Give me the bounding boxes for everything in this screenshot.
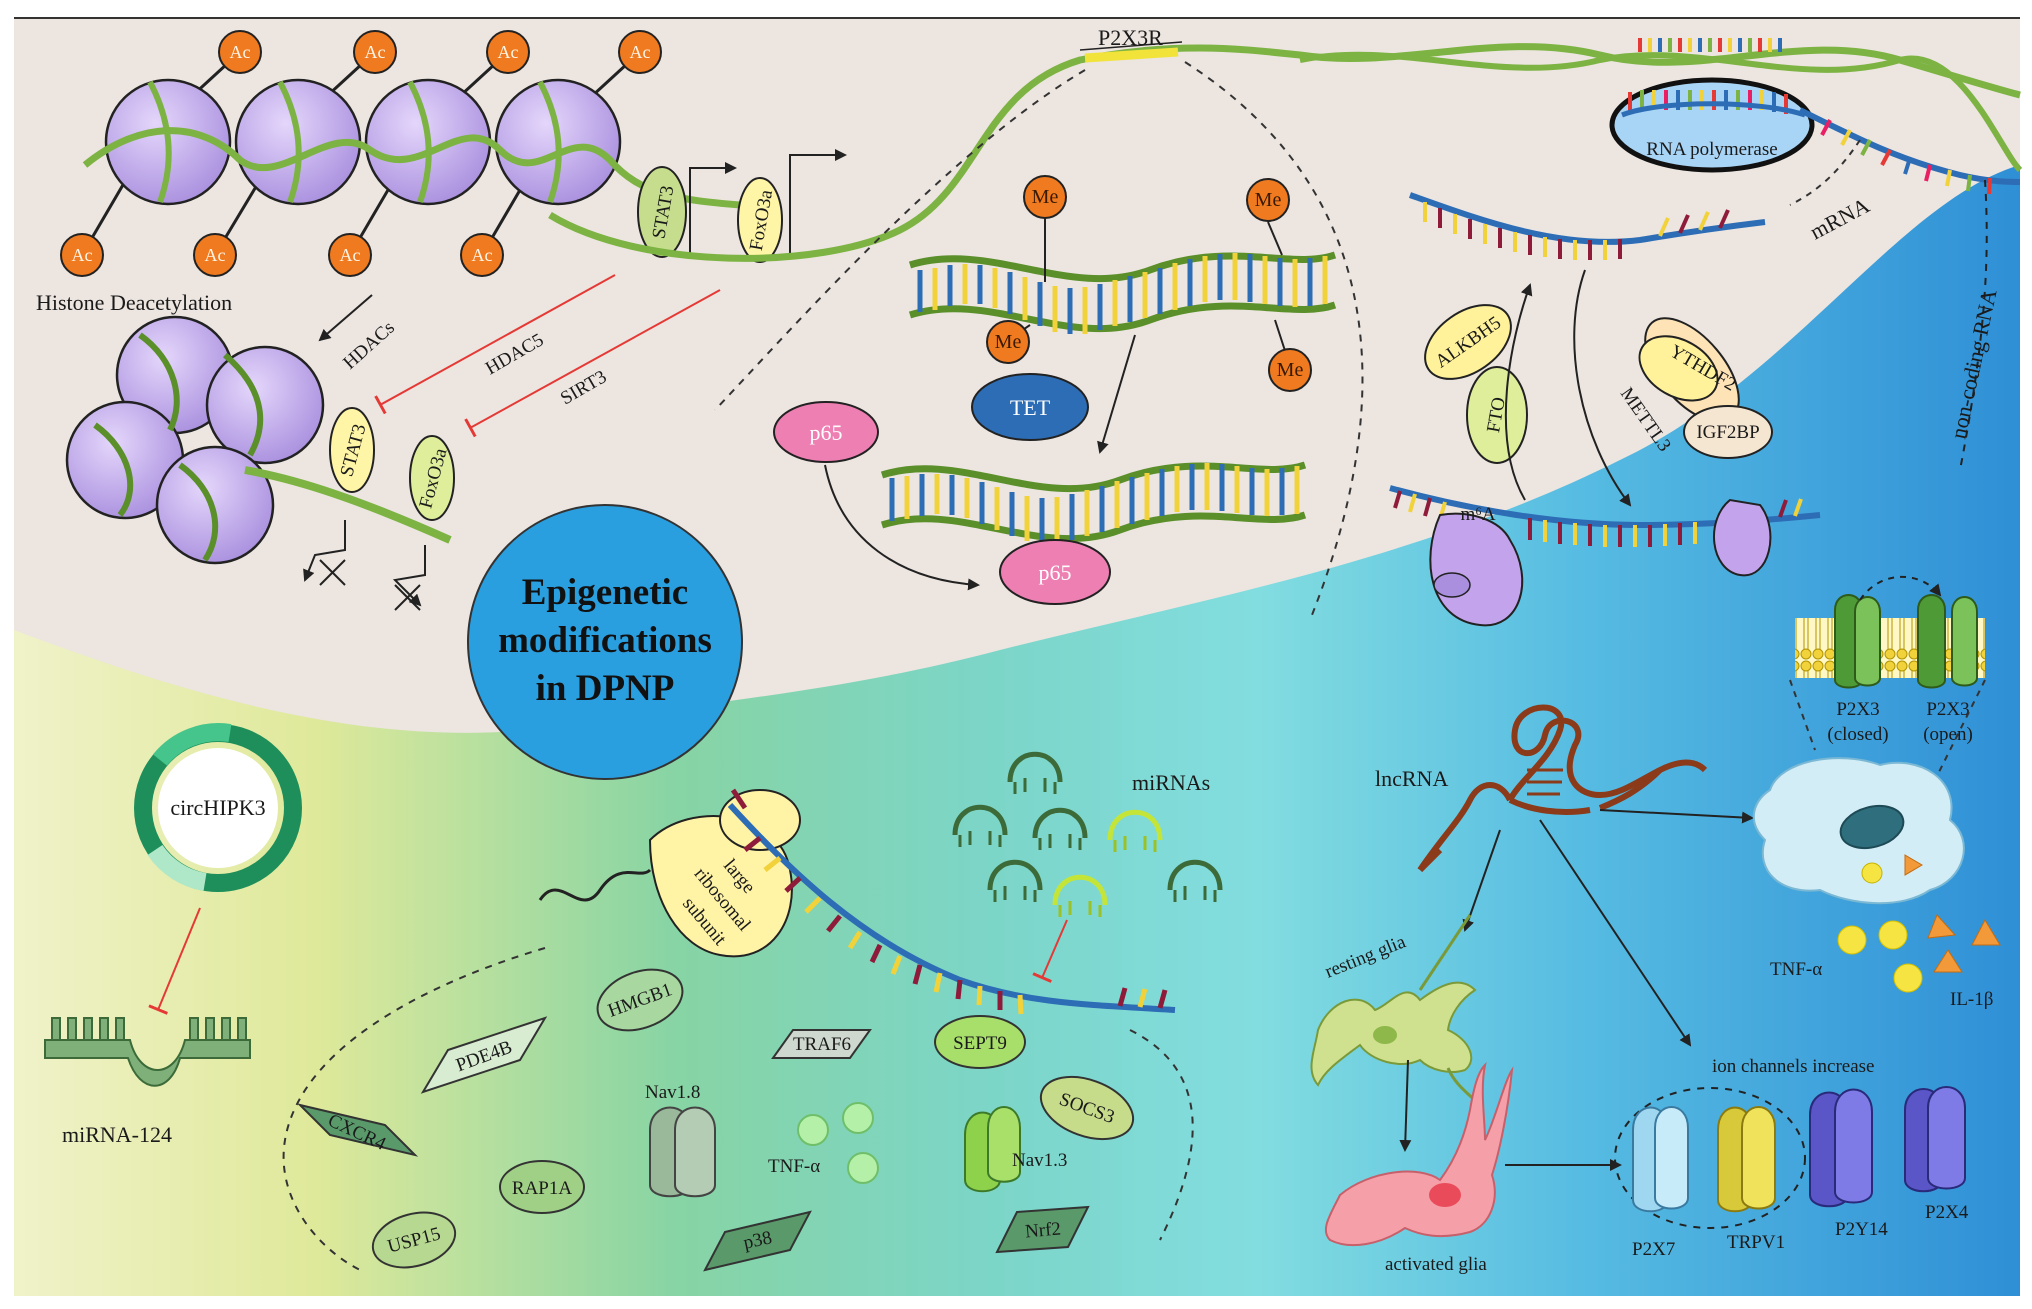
nav13-label: Nav1.3 [1012, 1150, 1067, 1171]
p2y14-label: P2Y14 [1835, 1219, 1888, 1240]
il1b-label: IL-1β [1950, 989, 1993, 1010]
p2x4-channel [1905, 1087, 1965, 1191]
rna-polymerase-label: RNA polymerase [1646, 139, 1777, 160]
igf2bp-label: IGF2BP [1696, 422, 1759, 443]
me-label: Me [1277, 359, 1304, 381]
me-label: Me [995, 331, 1022, 353]
mirna-124-label: miRNA-124 [62, 1122, 172, 1147]
ac-label: Ac [472, 245, 493, 265]
ac-label: Ac [365, 42, 386, 62]
histone-deacetylation-caption: Histone Deacetylation [36, 290, 232, 315]
ac-label: Ac [72, 245, 93, 265]
resting-glia-nucleus [1373, 1026, 1397, 1044]
ion-channels-label: ion channels increase [1712, 1056, 1874, 1077]
cell-tnf-granule [1862, 863, 1882, 883]
center-title-line1: Epigenetic [522, 572, 688, 613]
nav18-label: Nav1.8 [645, 1082, 700, 1103]
p2y14-channel [1810, 1090, 1872, 1207]
p2x7-channel [1633, 1107, 1688, 1211]
p2x4-label: P2X4 [1925, 1202, 1969, 1223]
reader-protein-domain [1434, 573, 1470, 597]
center-title-line3: in DPNP [536, 668, 675, 709]
p65-bound-label: p65 [1039, 560, 1072, 585]
p65-free-label: p65 [810, 420, 843, 445]
ac-label: Ac [498, 42, 519, 62]
p2x3-closed-line2: (closed) [1827, 724, 1888, 745]
sept9-label: SEPT9 [953, 1033, 1007, 1054]
p2x7-label: P2X7 [1632, 1239, 1675, 1260]
traf6-label: TRAF6 [793, 1034, 851, 1055]
p2x3r-gene-segment [1085, 52, 1178, 58]
mirnas-label: miRNAs [1132, 770, 1210, 795]
ac-label: Ac [340, 245, 361, 265]
tet-label: TET [1010, 395, 1051, 420]
center-title-line2: modifications [498, 620, 712, 661]
ac-label: Ac [630, 42, 651, 62]
lncrna-label: lncRNA [1375, 766, 1448, 791]
nrf2-label: Nrf2 [1024, 1218, 1062, 1242]
trpv1-channel [1718, 1107, 1775, 1211]
activated-glia-label: activated glia [1385, 1254, 1487, 1275]
tnf-alpha-label: TNF-α [1770, 959, 1822, 980]
nav18-channel [650, 1108, 715, 1197]
m6a-mark-label: m⁶A [1460, 504, 1495, 525]
circhipk3-label: circHIPK3 [170, 795, 265, 820]
ac-label: Ac [230, 42, 251, 62]
p2x3-closed-line1: P2X3 [1836, 699, 1879, 720]
rap1a-label: RAP1A [512, 1178, 572, 1199]
activated-glia-nucleus [1429, 1183, 1461, 1207]
p2x3-closed-channel [1835, 595, 1880, 688]
p2x3r-label: P2X3R [1098, 25, 1163, 50]
trpv1-label: TRPV1 [1727, 1232, 1785, 1253]
tnf-alpha-label-mirna: TNF-α [768, 1156, 820, 1177]
p2x3-open-line2: (open) [1923, 724, 1973, 745]
ribosome-small [1714, 500, 1770, 575]
me-label: Me [1032, 186, 1059, 208]
ac-label: Ac [205, 245, 226, 265]
me-label: Me [1255, 189, 1282, 211]
p2x3-open-line1: P2X3 [1926, 699, 1969, 720]
